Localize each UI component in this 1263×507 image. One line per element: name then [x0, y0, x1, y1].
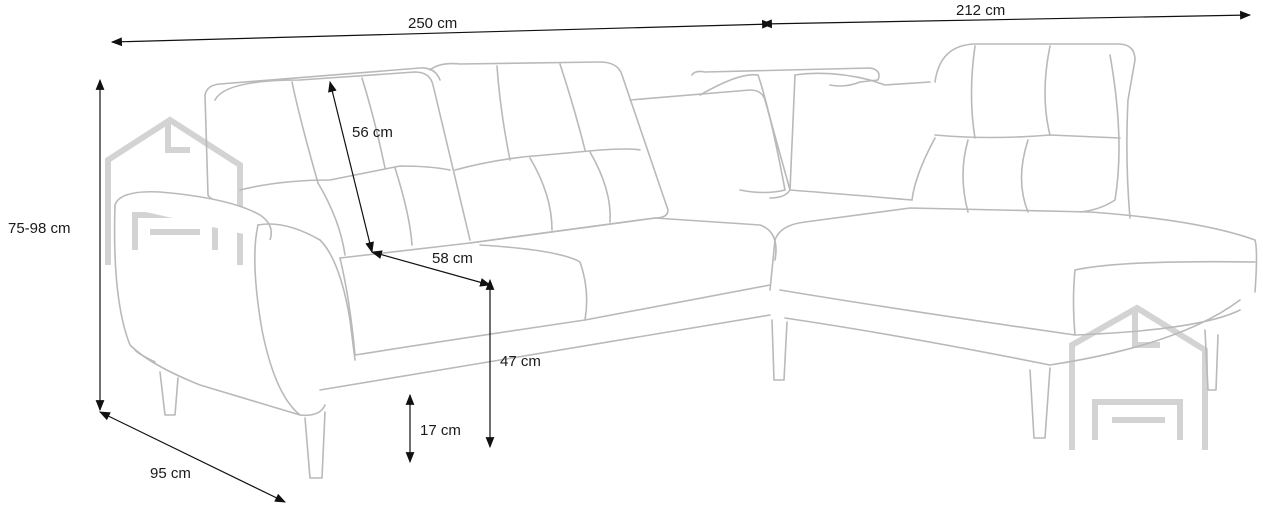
dim-line-seat-depth [370, 250, 492, 287]
label-leg-height: 17 cm [420, 422, 461, 439]
label-depth: 95 cm [150, 465, 191, 482]
label-height: 75-98 cm [8, 220, 71, 237]
dim-line-width-left [110, 19, 774, 47]
dim-line-depth [99, 411, 286, 503]
dimension-labels: 250 cm 212 cm 75-98 cm 56 cm 58 cm 47 cm… [8, 2, 1005, 482]
watermark-right-icon [1069, 304, 1208, 450]
dimension-lines [95, 10, 1252, 503]
label-backrest-height: 56 cm [352, 124, 393, 141]
label-width-left: 250 cm [408, 15, 457, 32]
dim-line-backrest [328, 80, 374, 254]
watermark-left-icon [105, 116, 243, 265]
label-width-right: 212 cm [956, 2, 1005, 19]
label-seat-height: 47 cm [500, 353, 541, 370]
sofa-outline [113, 43, 1258, 479]
dim-line-width-right [760, 10, 1252, 29]
label-seat-depth: 58 cm [432, 250, 473, 267]
